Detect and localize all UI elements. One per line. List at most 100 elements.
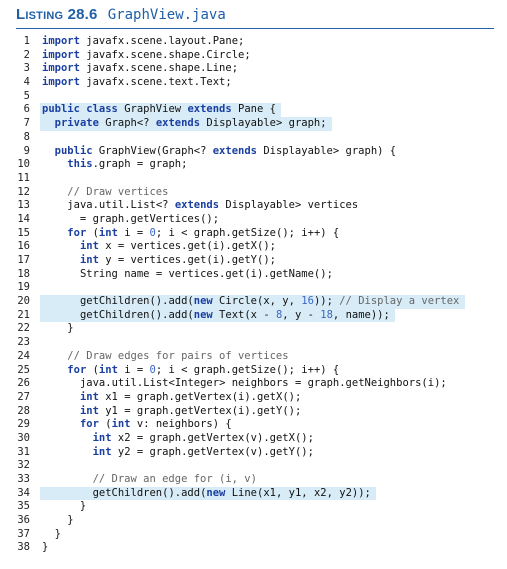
code-line: 5	[0, 90, 507, 104]
line-highlight	[40, 103, 281, 118]
code-line: 12 // Draw vertices	[0, 186, 507, 200]
line-code: // Draw edges for pairs of vertices	[67, 349, 289, 362]
code-line: 1 import javafx.scene.layout.Pane;	[0, 35, 507, 49]
line-number: 16	[17, 240, 30, 253]
code-line: 13 java.util.List<? extends Displayable>…	[0, 199, 507, 213]
code-line: 11	[0, 172, 507, 186]
code-listing: 1 import javafx.scene.layout.Pane; 2 import…	[0, 35, 507, 555]
code-line: 23	[0, 336, 507, 350]
line-code: int x1 = graph.getVertex(i).getX();	[79, 390, 302, 403]
code-line: 16 int x = vertices.get(i).getX();	[0, 240, 507, 254]
code-line: 28 int y1 = graph.getVertex(i).getY();	[0, 405, 507, 419]
code-line: 9 public GraphView(Graph<? extends Displ…	[0, 145, 507, 159]
line-code: getChildren().add(new Circle(x, y, 16));…	[79, 295, 460, 308]
line-number: 33	[17, 473, 30, 485]
line-number: 35	[17, 500, 30, 513]
line-number: 2	[23, 48, 30, 61]
line-number: 5	[23, 89, 30, 102]
code-line: 22 }	[0, 322, 507, 336]
code-line: 7 private Graph<? extends Displayable> g…	[0, 117, 507, 131]
code-line: 30 int x2 = graph.getVertex(v).getX();	[0, 432, 507, 446]
line-number: 30	[17, 431, 30, 444]
line-code: private Graph<? extends Displayable> gra…	[54, 117, 327, 130]
line-code: for (int i = 0; i < graph.getSize(); i++…	[67, 226, 340, 239]
line-code: }	[42, 500, 87, 513]
code-line: 35 }	[0, 500, 507, 514]
line-number: 27	[17, 390, 30, 403]
line-number: 6	[23, 103, 30, 116]
line-number: 10	[17, 158, 30, 171]
line-code: }	[42, 541, 49, 554]
line-number: 38	[17, 541, 30, 554]
code-line: 6 public class GraphView extends Pane {	[0, 103, 507, 118]
line-highlight	[40, 117, 332, 131]
line-number: 13	[17, 199, 30, 212]
line-number: 37	[17, 527, 30, 540]
code-line: 38}	[0, 541, 507, 555]
code-line: 2 import javafx.scene.shape.Circle;	[0, 49, 507, 63]
line-code: import javafx.scene.layout.Pane;	[42, 35, 245, 47]
line-number: 29	[17, 418, 30, 431]
line-code: public class GraphView extends Pane {	[42, 103, 276, 116]
line-code: int x = vertices.get(i).getX();	[79, 240, 276, 253]
code-line: 10 this.graph = graph;	[0, 158, 507, 172]
code-line: 31 int y2 = graph.getVertex(v).getY();	[0, 446, 507, 460]
line-number: 34	[17, 486, 30, 499]
line-code: public GraphView(Graph<? extends Display…	[54, 144, 397, 157]
line-number: 24	[17, 349, 30, 362]
line-code: }	[42, 514, 74, 527]
code-line: 4 import javafx.scene.text.Text;	[0, 76, 507, 90]
line-code: for (int v: neighbors) {	[79, 418, 232, 431]
line-code: int y1 = graph.getVertex(i).getY();	[79, 404, 302, 417]
line-number: 11	[17, 171, 30, 184]
line-number: 12	[17, 185, 30, 198]
line-code: int y2 = graph.getVertex(v).getY();	[92, 445, 314, 458]
line-code: for (int i = 0; i < graph.getSize(); i++…	[67, 363, 340, 376]
line-code: getChildren().add(new Line(x1, y1, x2, y…	[92, 486, 371, 499]
line-number: 20	[17, 295, 30, 308]
line-highlight	[40, 295, 466, 309]
line-code: getChildren().add(new Text(x - 8, y - 18…	[79, 308, 390, 321]
code-line: 25 for (int i = 0; i < graph.getSize(); …	[0, 364, 507, 378]
code-line: 26 java.util.List<Integer> neighbors = g…	[0, 377, 507, 391]
code-line: 36 }	[0, 514, 507, 528]
line-code: int y = vertices.get(i).getY();	[79, 254, 276, 266]
code-line: 24 // Draw edges for pairs of vertices	[0, 350, 507, 364]
line-code: int x2 = graph.getVertex(v).getX();	[92, 431, 314, 444]
code-line: 29 for (int v: neighbors) {	[0, 418, 507, 432]
line-code: String name = vertices.get(i).getName();	[79, 267, 333, 280]
line-number: 25	[17, 363, 30, 376]
code-line: 15 for (int i = 0; i < graph.getSize(); …	[0, 227, 507, 241]
line-highlight	[40, 308, 396, 323]
line-code: // Draw vertices	[67, 185, 169, 198]
line-number: 7	[23, 117, 30, 130]
listing-title: Listing 28.6 GraphView.java	[16, 6, 226, 28]
code-line: 20 getChildren().add(new Circle(x, y, 16…	[0, 295, 507, 309]
code-line: 32	[0, 459, 507, 473]
line-number: 17	[17, 254, 30, 266]
line-code: // Draw an edge for (i, v)	[92, 473, 257, 485]
code-line: 14 = graph.getVertices();	[0, 213, 507, 227]
line-number: 1	[23, 35, 30, 47]
line-number: 9	[23, 144, 30, 157]
line-code: = graph.getVertices();	[42, 212, 220, 225]
line-highlight	[40, 486, 377, 501]
line-number: 4	[23, 76, 30, 89]
line-number: 31	[17, 445, 30, 458]
line-code: java.util.List<Integer> neighbors = grap…	[79, 377, 447, 390]
line-code: import javafx.scene.text.Text;	[42, 76, 232, 89]
line-code: import javafx.scene.shape.Circle;	[42, 48, 251, 61]
code-line: 18 String name = vertices.get(i).getName…	[0, 268, 507, 282]
code-line: 19	[0, 281, 507, 295]
listing-filename: GraphView.java	[107, 7, 226, 23]
line-number: 32	[17, 459, 30, 472]
code-line: 27 int x1 = graph.getVertex(i).getX();	[0, 391, 507, 405]
line-code: java.util.List<? extends Displayable> ve…	[67, 199, 359, 212]
line-number: 22	[17, 322, 30, 335]
line-number: 28	[17, 404, 30, 417]
line-code: }	[42, 322, 74, 335]
title-divider	[16, 28, 494, 29]
code-line: 33 // Draw an edge for (i, v)	[0, 473, 507, 487]
code-line: 37 }	[0, 528, 507, 542]
